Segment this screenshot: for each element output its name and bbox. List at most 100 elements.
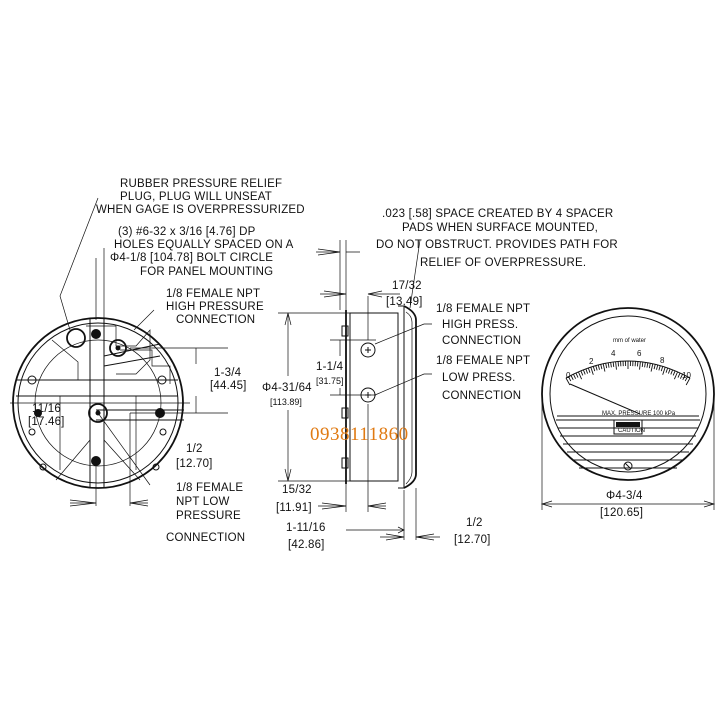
scale-tick [656, 364, 659, 370]
svg-text:[42.86]: [42.86] [288, 539, 325, 551]
dim-1-2-back: 1/2 [12.70] [176, 443, 212, 470]
svg-text:11/16: 11/16 [32, 403, 61, 415]
svg-text:RUBBER PRESSURE RELIEF: RUBBER PRESSURE RELIEF [120, 178, 282, 190]
dim-1-2-side: 1/2 [12.70] [454, 517, 491, 546]
dim-15-32: 15/32 [11.91] [276, 484, 312, 514]
svg-text:(3) #6-32 x 3/16 [4.76] DP: (3) #6-32 x 3/16 [4.76] DP [118, 226, 256, 238]
scale-label-6: 6 [637, 349, 642, 358]
scale-label-8: 8 [660, 356, 665, 365]
svg-text:1/8 FEMALE NPT: 1/8 FEMALE NPT [436, 303, 530, 315]
gauge-pointer [569, 383, 641, 415]
screw-lower-left [28, 428, 36, 436]
svg-text:HOLES EQUALLY SPACED ON A: HOLES EQUALLY SPACED ON A [114, 239, 294, 251]
back-view [10, 197, 228, 507]
scale-tick [597, 364, 600, 370]
svg-text:1/8 FEMALE NPT: 1/8 FEMALE NPT [436, 355, 530, 367]
svg-text:1-1/4: 1-1/4 [316, 361, 344, 373]
screw-bottom-left [39, 463, 47, 471]
svg-text:1/8 FEMALE: 1/8 FEMALE [176, 482, 243, 494]
scale-tick [673, 371, 679, 380]
max-pressure-label: MAX. PRESSURE 100 kPa [602, 411, 676, 417]
svg-text:PLUG, PLUG WILL UNSEAT: PLUG, PLUG WILL UNSEAT [120, 191, 272, 203]
scale-tick [592, 366, 596, 372]
dim-1-11-16: 1-11/16 [42.86] [286, 522, 326, 551]
svg-text:[17.46]: [17.46] [28, 416, 65, 428]
caution-label [613, 419, 643, 435]
scale-tick [577, 371, 583, 380]
callout-high-pressure-side: 1/8 FEMALE NPT HIGH PRESS. CONNECTION [436, 303, 530, 347]
scale-tick [658, 365, 661, 371]
side-view [278, 239, 440, 541]
svg-text:HIGH PRESS.: HIGH PRESS. [442, 319, 518, 331]
scale-tick [677, 372, 681, 378]
svg-text:15/32: 15/32 [282, 484, 312, 496]
screw-bottom-right [152, 463, 160, 471]
svg-text:PADS WHEN SURFACE MOUNTED,: PADS WHEN SURFACE MOUNTED, [402, 222, 598, 234]
scale-tick [582, 369, 586, 375]
scale-tick [662, 366, 666, 375]
scale-tick [595, 365, 598, 371]
callout-low-pressure-side: 1/8 FEMALE NPT LOW PRESS. CONNECTION [436, 355, 530, 402]
dim-body-diameter: Φ4-31/64 [113.89] [262, 382, 312, 407]
low-pressure-port [88, 403, 108, 423]
svg-text:Φ4-3/4: Φ4-3/4 [606, 490, 643, 502]
screw-left [27, 375, 37, 385]
front-view [540, 307, 716, 510]
caution-text: CAUTION [618, 428, 645, 434]
scale-label-4: 4 [611, 349, 616, 358]
scale-ticks [565, 361, 691, 386]
svg-text:[11.91]: [11.91] [276, 502, 312, 514]
scale-tick [565, 377, 571, 386]
watermark-phone: 0938111860 [310, 424, 409, 445]
mounting-hole-left [34, 409, 42, 417]
scale-tick [568, 376, 572, 382]
scale-tick [600, 364, 603, 370]
scale-tick [660, 366, 664, 372]
svg-text:CONNECTION: CONNECTION [442, 390, 521, 402]
scale-tick [615, 361, 617, 370]
scale-tick [575, 372, 579, 378]
scale-tick [605, 363, 608, 369]
callout-relief-plug: RUBBER PRESSURE RELIEF PLUG, PLUG WILL U… [96, 178, 305, 216]
dim-front-diameter: Φ4-3/4 [120.65] [600, 490, 643, 519]
scale-tick [653, 364, 656, 370]
scale-tick [639, 361, 641, 370]
svg-text:1/8 FEMALE NPT: 1/8 FEMALE NPT [166, 288, 260, 300]
svg-text:HIGH PRESSURE: HIGH PRESSURE [166, 301, 264, 313]
mounting-hole-top [91, 329, 101, 339]
svg-text:1-11/16: 1-11/16 [286, 522, 326, 534]
callout-high-pressure-back: 1/8 FEMALE NPT HIGH PRESSURE CONNECTION [166, 288, 264, 326]
scale-tick [667, 368, 671, 374]
svg-text:WHEN GAGE IS OVERPRESSURIZED: WHEN GAGE IS OVERPRESSURIZED [96, 204, 305, 216]
scale-tick [610, 362, 612, 368]
callout-spacer-pads: .023 [.58] SPACE CREATED BY 4 SPACER PAD… [376, 208, 618, 269]
callout-mounting-holes: (3) #6-32 x 3/16 [4.76] DP HOLES EQUALLY… [110, 226, 294, 278]
scale-tick [612, 361, 615, 367]
svg-text:CONNECTION: CONNECTION [442, 335, 521, 347]
dim-17-32: 17/32 [13.49] [386, 280, 423, 308]
scale-tick [670, 369, 674, 375]
screw-right [157, 375, 167, 385]
dim-11-16: 11/16 [17.46] [28, 403, 65, 428]
scale-tick [672, 370, 676, 376]
scale-tick [585, 368, 589, 374]
svg-text:[44.45]: [44.45] [210, 380, 247, 392]
callout-low-pressure-back: 1/8 FEMALE NPT LOW PRESSURE CONNECTION [166, 482, 245, 544]
svg-text:FOR PANEL MOUNTING: FOR PANEL MOUNTING [140, 266, 273, 278]
mounting-hole-bottom [91, 456, 101, 466]
scale-tick [570, 375, 574, 381]
svg-text:CONNECTION: CONNECTION [166, 532, 245, 544]
scale-tick [587, 367, 591, 373]
scale-tick [607, 362, 610, 368]
scale-label-2: 2 [589, 357, 594, 366]
scale-tick [679, 373, 683, 379]
svg-text:[12.70]: [12.70] [454, 534, 491, 546]
screw-lower-right [159, 428, 167, 436]
svg-text:[13.49]: [13.49] [386, 296, 423, 308]
front-bezel [541, 307, 715, 481]
scale-tick [641, 361, 644, 367]
scale-label-0: 0 [566, 371, 571, 380]
svg-text:[120.65]: [120.65] [600, 507, 643, 519]
scale-tick [644, 362, 646, 368]
